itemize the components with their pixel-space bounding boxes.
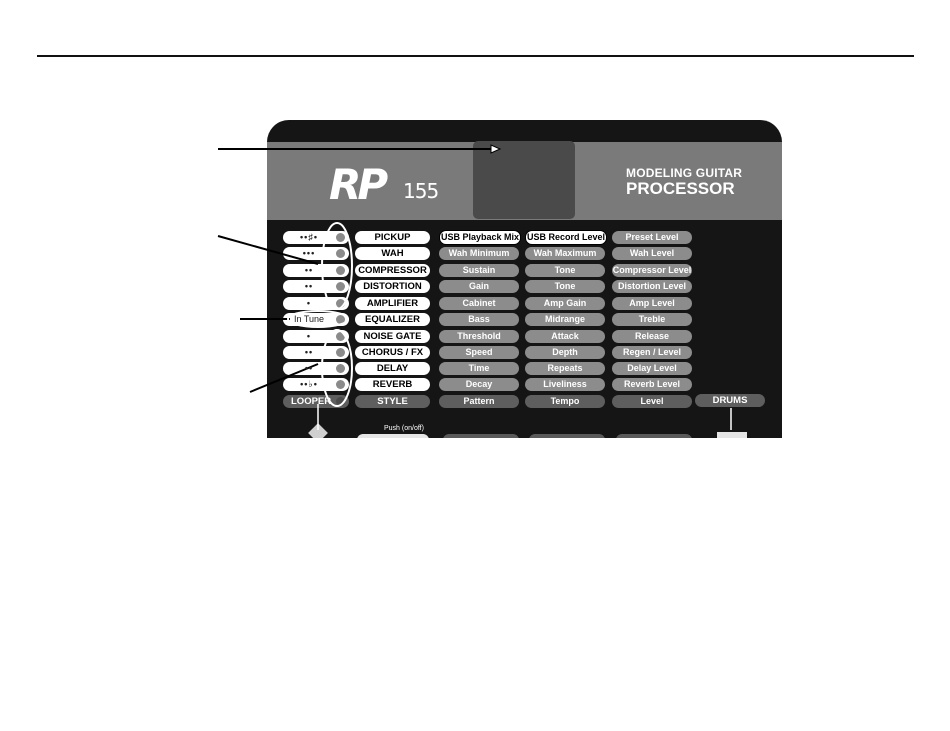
tuner-led-label-text: ••♯• — [300, 232, 318, 242]
knob3-label: Compressor Level — [612, 264, 692, 277]
effect-row-amplifier: • AMPLIFIER Cabinet Amp Gain Amp Level — [267, 297, 782, 310]
effect-led — [336, 266, 345, 275]
effect-label: DISTORTION — [355, 280, 430, 293]
knob2-label: Liveliness — [525, 378, 605, 391]
lcd-display — [473, 141, 575, 219]
effect-led — [336, 249, 345, 258]
effect-label: AMPLIFIER — [355, 297, 430, 310]
tuner-led-label: •• — [304, 347, 314, 357]
rp-logo-number: 155 — [403, 179, 439, 203]
effect-led — [336, 299, 345, 308]
knob1-label: USB Playback Mix — [439, 230, 521, 245]
in-tune-highlight — [287, 310, 349, 328]
effect-label: REVERB — [355, 378, 430, 391]
knob1-label: Threshold — [439, 330, 519, 343]
effect-label: PICKUP — [355, 231, 430, 244]
effect-led — [336, 332, 345, 341]
knob2-label: Depth — [525, 346, 605, 359]
effect-row-delay: •• DELAY Time Repeats Delay Level — [267, 362, 782, 375]
knob3-label: Regen / Level — [612, 346, 692, 359]
pattern-label: Pattern — [439, 395, 519, 408]
tuner-led-label: • — [306, 331, 312, 341]
effect-label: COMPRESSOR — [355, 264, 430, 277]
effect-label: NOISE GATE — [355, 330, 430, 343]
knob1-label: Sustain — [439, 264, 519, 277]
knob2-label: Tone — [525, 264, 605, 277]
style-label: STYLE — [355, 395, 430, 408]
knob3-label: Treble — [612, 313, 692, 326]
knob3-label: Distortion Level — [612, 280, 692, 293]
effect-led — [336, 364, 345, 373]
knob3-label: Release — [612, 330, 692, 343]
effect-led — [336, 380, 345, 389]
subtitle-line-1: MODELING GUITAR — [626, 166, 743, 180]
drums-button[interactable] — [717, 432, 747, 438]
effect-row-compressor: •• COMPRESSOR Sustain Tone Compressor Le… — [267, 264, 782, 277]
tuner-led-label: ••• — [302, 248, 316, 258]
effect-label: DELAY — [355, 362, 430, 375]
effect-label: CHORUS / FX — [355, 346, 430, 359]
knob2-label: Tone — [525, 280, 605, 293]
rp-logo: RP — [329, 160, 388, 209]
effect-row-equalizer: In Tune EQUALIZER Bass Midrange Treble — [267, 313, 782, 326]
drums-label: DRUMS — [695, 394, 765, 407]
tempo-label: Tempo — [525, 395, 605, 408]
tuner-led-label: •• — [304, 363, 314, 373]
subtitle-line-2: PROCESSOR — [626, 179, 735, 198]
effect-led — [336, 282, 345, 291]
effect-row-distortion: •• DISTORTION Gain Tone Distortion Level — [267, 280, 782, 293]
level-label: Level — [612, 395, 692, 408]
knob1-label: Bass — [439, 313, 519, 326]
knob1-label: Decay — [439, 378, 519, 391]
knob2-label: Wah Maximum — [525, 247, 605, 260]
effect-row-wah: ••• WAH Wah Minimum Wah Maximum Wah Leve… — [267, 247, 782, 260]
upper-leds-highlight — [321, 222, 353, 310]
knob3-label: Amp Level — [612, 297, 692, 310]
effect-led — [336, 348, 345, 357]
knob1-label: Cabinet — [439, 297, 519, 310]
effect-row-looper-style: LOOPER STYLE Pattern Tempo Level — [267, 395, 782, 408]
knob3-label: Delay Level — [612, 362, 692, 375]
effect-led — [336, 315, 345, 324]
effect-label: EQUALIZER — [355, 313, 430, 326]
knob1-label: Speed — [439, 346, 519, 359]
knob2-label: Midrange — [525, 313, 605, 326]
knob3-label: Wah Level — [612, 247, 692, 260]
tuner-led-label: •• — [304, 281, 314, 291]
knob1-label: Wah Minimum — [439, 247, 519, 260]
rp155-front-panel: RP 155 MODELING GUITAR PROCESSOR ••♯• ••… — [267, 120, 782, 438]
tuner-led-label: ••♭• — [300, 379, 318, 389]
in-tune-label: In Tune — [293, 314, 325, 324]
knob1-label: Time — [439, 362, 519, 375]
push-on-off-label: Push (on/off) — [384, 425, 424, 432]
knob-2[interactable] — [529, 434, 605, 438]
effect-row-noise-gate: • NOISE GATE Threshold Attack Release — [267, 330, 782, 343]
product-subtitle: MODELING GUITAR PROCESSOR — [626, 167, 742, 197]
top-rule — [37, 55, 914, 57]
knob2-label: Repeats — [525, 362, 605, 375]
effect-row-chorus-fx: •• CHORUS / FX Speed Depth Regen / Level — [267, 346, 782, 359]
lower-leds-highlight — [321, 329, 353, 407]
knob1-label: Gain — [439, 280, 519, 293]
effect-row-pickup: ••♯• ••♯• PICKUP USB Playback Mix USB Re… — [267, 230, 782, 245]
effect-select-knob[interactable] — [357, 434, 429, 438]
knob2-label: Amp Gain — [525, 297, 605, 310]
knob-1[interactable] — [443, 434, 519, 438]
knob3-label: Reverb Level — [612, 378, 692, 391]
knob2-label: USB Record Level — [525, 230, 607, 245]
looper-led — [336, 397, 345, 406]
lower-leds-callout-line — [249, 363, 319, 393]
effect-row-reverb: ••♭• REVERB Decay Liveliness Reverb Leve… — [267, 378, 782, 391]
upper-leds-callout-line — [217, 235, 319, 265]
effect-led — [336, 233, 345, 242]
tuner-led-label: •• — [304, 265, 314, 275]
tuner-led-label: • — [306, 298, 312, 308]
knob-3[interactable] — [616, 434, 692, 438]
effect-label: WAH — [355, 247, 430, 260]
knob3-label: Preset Level — [612, 231, 692, 244]
display-callout-arrowhead — [490, 144, 502, 154]
knob2-label: Attack — [525, 330, 605, 343]
